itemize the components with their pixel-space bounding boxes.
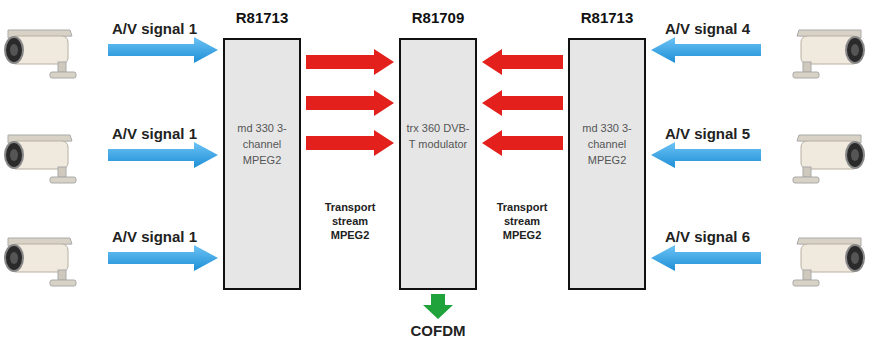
part-number: R81713 [550, 9, 664, 26]
stream-arrow [482, 90, 563, 116]
device-box: R81713md 330 3-channel MPEG2 [223, 38, 301, 290]
stream-note: Transport stream MPEG2 [484, 200, 560, 242]
stream-arrow [482, 130, 563, 156]
camera [5, 238, 76, 286]
camera [5, 30, 76, 78]
device-box: R81713md 330 3-channel MPEG2 [568, 38, 646, 290]
output-name: COFDM [411, 322, 466, 340]
signal-name: A/V signal 1 [112, 20, 197, 38]
device-description: md 330 3-channel MPEG2 [230, 120, 294, 168]
stream-arrow [482, 49, 563, 75]
signal-name: A/V signal 4 [665, 20, 750, 38]
device-box: R81709trx 360 DVB-T modulator [399, 38, 477, 290]
stream-arrow [306, 49, 394, 75]
camera [793, 135, 864, 183]
camera [5, 135, 76, 183]
device-description: trx 360 DVB-T modulator [406, 120, 470, 152]
signal-name: A/V signal 6 [665, 228, 750, 246]
signal-name: A/V signal 1 [112, 228, 197, 246]
signal-name: A/V signal 5 [665, 125, 750, 143]
device-description: md 330 3-channel MPEG2 [575, 120, 639, 168]
signal-name: A/V signal 1 [112, 125, 197, 143]
stream-note: Transport stream MPEG2 [312, 200, 388, 242]
stream-arrow [306, 90, 394, 116]
output-arrow [423, 294, 453, 319]
stream-arrow [306, 130, 394, 156]
part-number: R81713 [205, 9, 319, 26]
part-number: R81709 [381, 9, 495, 26]
camera [793, 30, 864, 78]
camera [793, 238, 864, 286]
